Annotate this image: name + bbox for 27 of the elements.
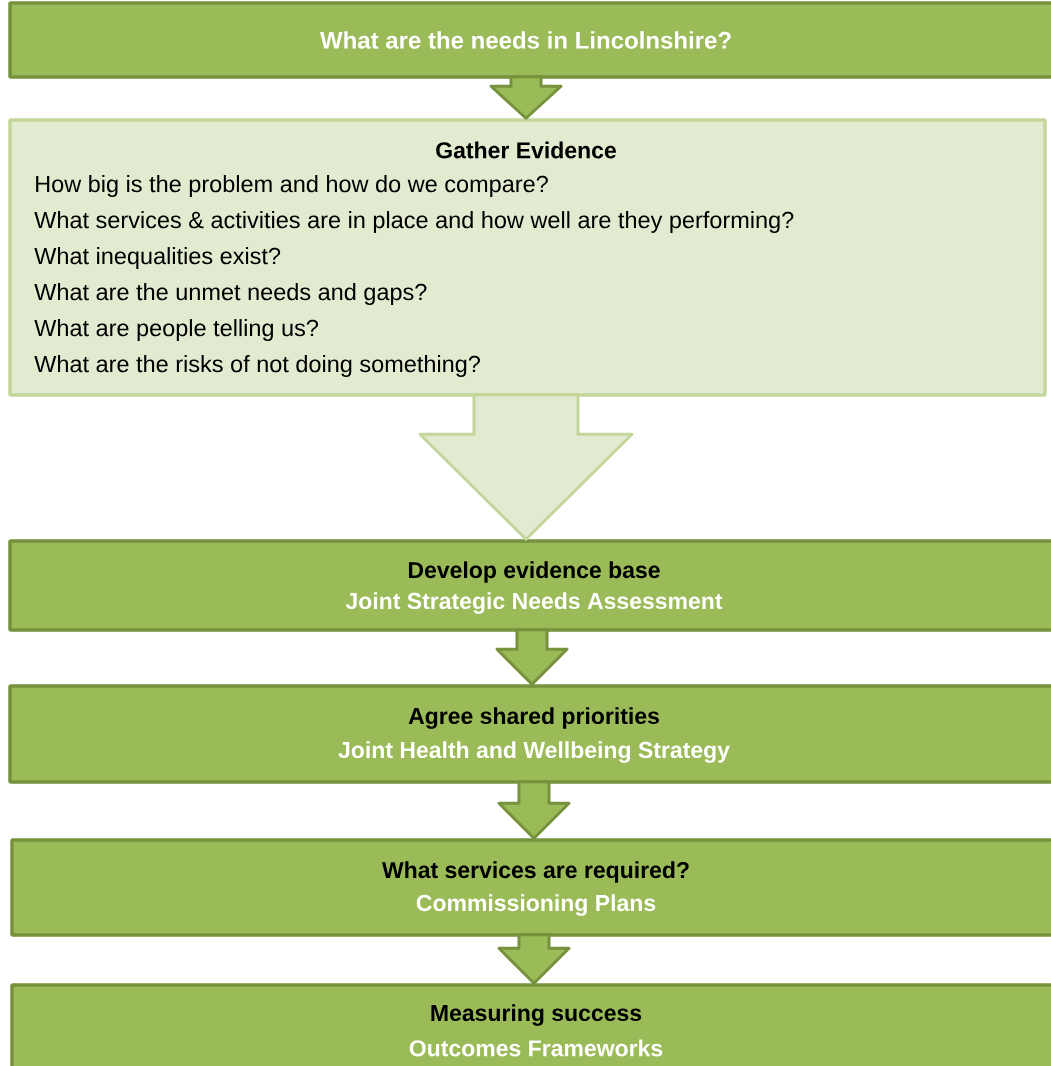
process-box	[8, 118, 1047, 397]
box-heading: Gather Evidence	[436, 141, 616, 159]
question-text: What are the unmet needs and gaps?	[34, 283, 427, 305]
box-subheading: Outcomes Frameworks	[409, 1039, 663, 1057]
box-heading: Agree shared priorities	[408, 707, 659, 729]
process-box	[10, 838, 1051, 937]
process-box	[8, 1, 1051, 79]
box-heading: Develop evidence base	[409, 561, 660, 583]
question-text: What are the risks of not doing something?	[34, 355, 480, 377]
box-heading: Measuring success	[431, 1004, 642, 1026]
block-arrow	[497, 933, 571, 985]
question-text: How big is the problem and how do we compare?	[36, 175, 548, 197]
question-text: What services & activities are in place and how well are they performing?	[34, 211, 794, 233]
process-box	[8, 684, 1051, 784]
question-text: What are people telling us?	[34, 319, 319, 341]
box-heading: What services are required?	[382, 861, 689, 883]
block-arrow	[418, 393, 634, 541]
block-arrow	[489, 75, 563, 120]
box-subheading: Joint Health and Wellbeing Strategy	[338, 741, 730, 763]
box-subheading: Joint Strategic Needs Assessment	[345, 592, 723, 614]
block-arrow	[497, 780, 571, 840]
question-text: What inequalities exist?	[34, 247, 281, 269]
box-heading: What are the needs in Lincolnshire?	[320, 31, 731, 49]
block-arrow	[495, 628, 569, 686]
process-box	[10, 983, 1051, 1066]
box-subheading: Commissioning Plans	[416, 894, 656, 916]
process-box	[8, 539, 1051, 632]
